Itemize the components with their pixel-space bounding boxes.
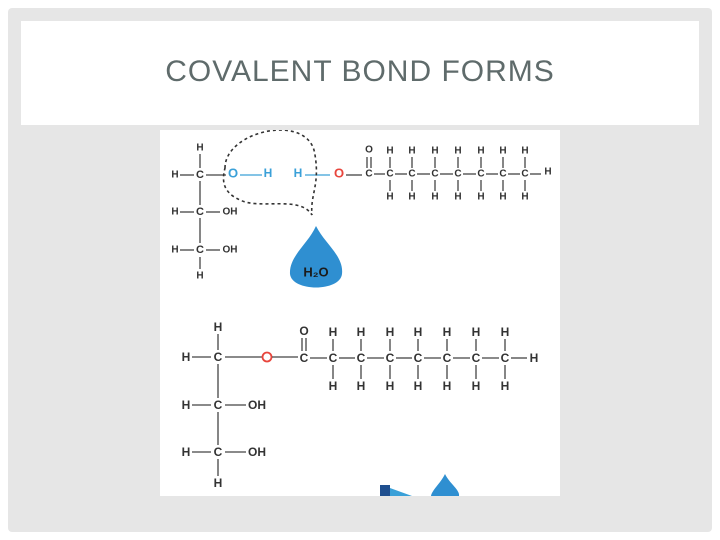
hydrogen-atom: H xyxy=(414,379,423,393)
hydrogen-atom: H xyxy=(501,325,510,339)
hydrogen-atom: H xyxy=(182,445,191,459)
chain-carbon: C xyxy=(521,169,528,180)
hydroxyl-hydrogen: H xyxy=(264,166,273,180)
hydrogen-atom: H xyxy=(357,379,366,393)
carbonyl-oxygen: O xyxy=(365,145,373,156)
chain-carbon: C xyxy=(443,351,452,365)
glycerol-carbon: C xyxy=(196,244,204,256)
hydrogen-atom: H xyxy=(408,192,415,203)
clipped-shape xyxy=(390,488,412,496)
glycerol-carbon: C xyxy=(214,398,223,412)
hydrogen-atom: H xyxy=(182,398,191,412)
hydrogen-atom: H xyxy=(386,325,395,339)
hydroxyl-oxygen: O xyxy=(228,166,238,181)
hydrogen-atom: H xyxy=(182,350,191,364)
acid-hydrogen: H xyxy=(294,166,303,180)
title-band: COVALENT BOND FORMS xyxy=(21,21,699,125)
hydrogen-atom: H xyxy=(357,325,366,339)
chain-carbon: C xyxy=(386,351,395,365)
hydrogen-atom: H xyxy=(499,146,506,157)
hydrogen-atom: H xyxy=(329,379,338,393)
glycerol-carbon: C xyxy=(196,206,204,218)
hydrogen-atom: H xyxy=(171,207,178,218)
slide-title: COVALENT BOND FORMS xyxy=(165,55,555,88)
hydrogen-atom: H xyxy=(196,271,203,282)
hydrogen-atom: H xyxy=(196,143,203,154)
hydrogen-atom: H xyxy=(214,476,223,490)
hydrogen-atom: H xyxy=(454,146,461,157)
hydrogen-atom: H xyxy=(443,325,452,339)
hydrogen-atom: H xyxy=(530,351,539,365)
hydrogen-atom: H xyxy=(431,192,438,203)
hydrogen-atom: H xyxy=(544,167,551,178)
hydrogen-atom: H xyxy=(414,325,423,339)
hydrogen-atom: H xyxy=(499,192,506,203)
hydroxyl-group: OH xyxy=(223,245,238,256)
hydrogen-atom: H xyxy=(408,146,415,157)
hydrogen-atom: H xyxy=(521,146,528,157)
hydrogen-atom: H xyxy=(443,379,452,393)
chain-carbon: C xyxy=(386,169,393,180)
hydrogen-atom: H xyxy=(454,192,461,203)
chain-carbon: C xyxy=(329,351,338,365)
hydrogen-atom: H xyxy=(501,379,510,393)
water-drop-icon xyxy=(289,226,343,288)
hydroxyl-group: OH xyxy=(248,398,266,412)
chain-carbon: C xyxy=(431,169,438,180)
hydroxyl-group: OH xyxy=(223,207,238,218)
hydrogen-atom: H xyxy=(386,379,395,393)
hydroxyl-group: OH xyxy=(248,445,266,459)
chain-carbon: C xyxy=(408,169,415,180)
chain-carbon: C xyxy=(365,169,372,180)
hydrogen-atom: H xyxy=(477,146,484,157)
water-drop-icon xyxy=(431,474,460,496)
hydrogen-atom: H xyxy=(171,245,178,256)
chain-carbon: C xyxy=(472,351,481,365)
hydrogen-atom: H xyxy=(386,146,393,157)
hydrogen-atom: H xyxy=(472,379,481,393)
removed-water-outline xyxy=(222,130,318,216)
chain-carbon: C xyxy=(477,169,484,180)
hydrogen-atom: H xyxy=(214,320,223,334)
hydrogen-atom: H xyxy=(472,325,481,339)
chain-carbon: C xyxy=(300,351,309,365)
hydrogen-atom: H xyxy=(386,192,393,203)
hydrogen-atom: H xyxy=(171,170,178,181)
hydrogen-atom: H xyxy=(329,325,338,339)
glycerol-carbon: C xyxy=(214,350,223,364)
acid-oxygen: O xyxy=(334,166,344,181)
hydrogen-atom: H xyxy=(521,192,528,203)
glycerol-carbon: C xyxy=(196,169,204,181)
chain-carbon: C xyxy=(454,169,461,180)
hydrogen-atom: H xyxy=(477,192,484,203)
chain-carbon: C xyxy=(414,351,423,365)
water-label: H₂O xyxy=(303,265,328,280)
clipped-shape xyxy=(380,485,390,496)
glycerol-carbon: C xyxy=(214,445,223,459)
chain-carbon: C xyxy=(499,169,506,180)
hydrogen-atom: H xyxy=(431,146,438,157)
chain-carbon: C xyxy=(501,351,510,365)
chain-carbon: C xyxy=(357,351,366,365)
carbonyl-oxygen: O xyxy=(299,324,308,338)
ester-oxygen-icon xyxy=(261,351,273,363)
